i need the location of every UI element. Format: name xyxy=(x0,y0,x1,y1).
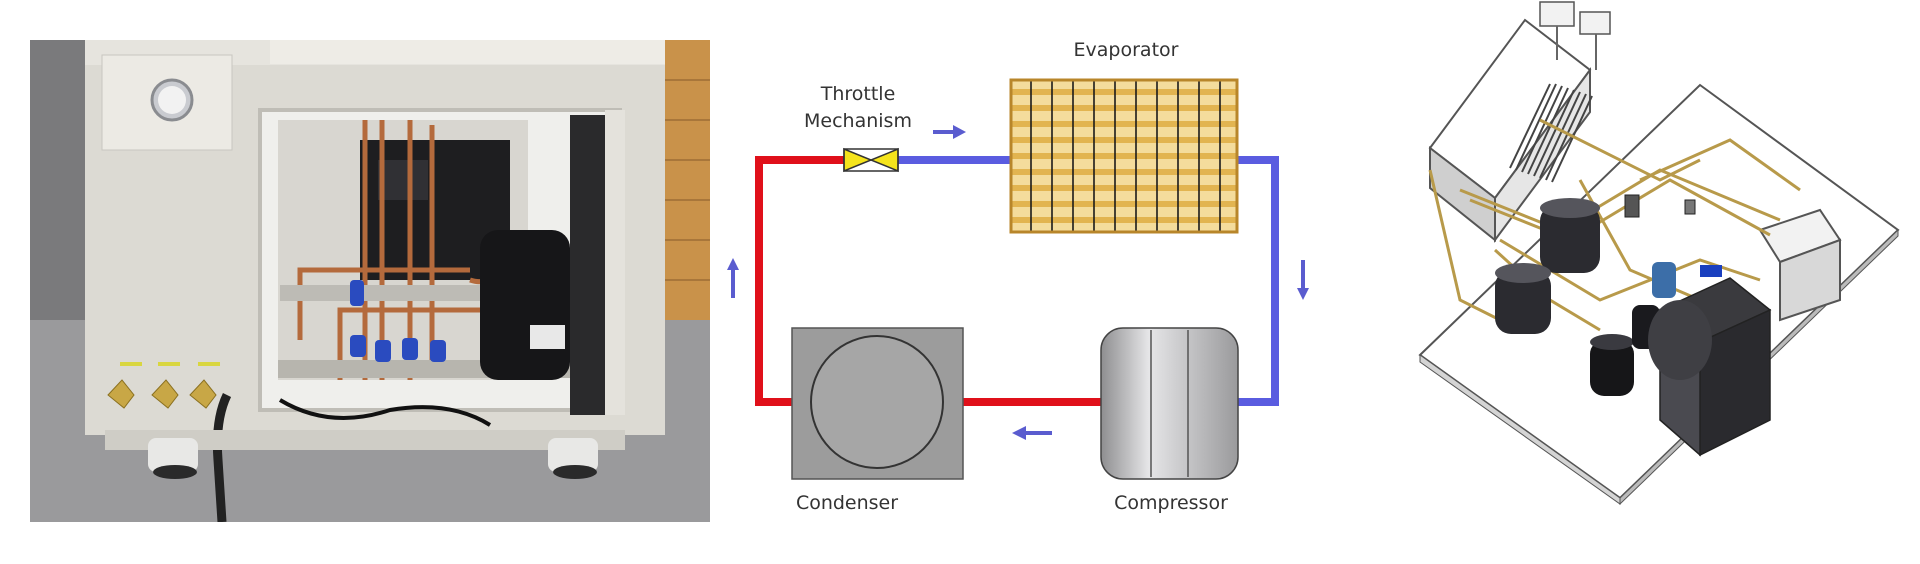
flow-arrow-up-icon xyxy=(727,258,739,298)
photo-illustration xyxy=(30,40,710,522)
hot-pipe xyxy=(755,156,844,406)
condenser-label: Condenser xyxy=(796,492,898,514)
evaporator-label: Evaporator xyxy=(1074,39,1179,61)
refrigeration-unit-photo xyxy=(30,40,710,522)
throttle-label-line1: Throttle xyxy=(820,83,896,105)
flow-arrow-down-icon xyxy=(1297,260,1309,300)
evaporator-icon xyxy=(1009,78,1239,234)
refrigeration-cycle-diagram: Evaporator Throttle Mechanism Condenser … xyxy=(715,30,1335,530)
cold-pipe-evaporator-compressor xyxy=(1237,156,1279,406)
flow-arrow-left-icon xyxy=(1012,426,1052,440)
flow-arrow-right-icon xyxy=(933,125,966,139)
compressor-label: Compressor xyxy=(1114,492,1228,514)
compressor-icon xyxy=(1100,327,1239,480)
condenser-icon xyxy=(791,327,964,480)
cad-illustration xyxy=(1418,1,1900,506)
throttle-valve-icon xyxy=(843,147,899,173)
cad-model-3d-view xyxy=(1400,0,1920,564)
throttle-label-line2: Mechanism xyxy=(804,110,912,132)
